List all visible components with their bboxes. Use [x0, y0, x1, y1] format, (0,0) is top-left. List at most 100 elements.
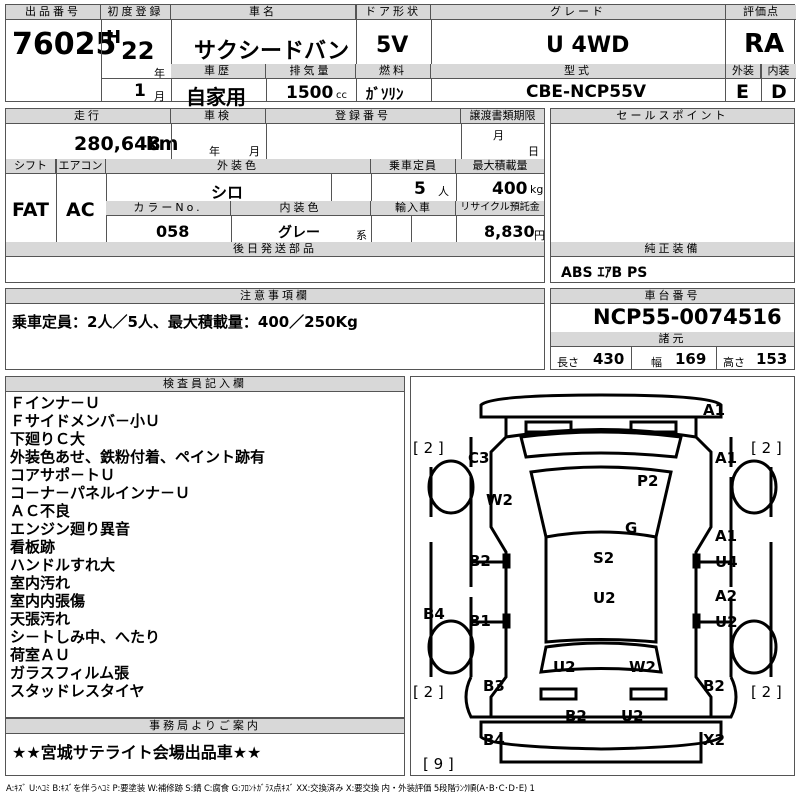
inspector-note-line: Ｆインナ－Ｕ: [10, 394, 101, 412]
mileage-value: 280,648: [74, 133, 161, 155]
chassis-label: 車台番号: [551, 289, 794, 304]
notice-label: 注意事項欄: [6, 289, 544, 304]
dmg-mark-windshield: P2: [637, 472, 659, 490]
ac-value: AC: [66, 199, 95, 221]
dmg-mark-glass: G: [625, 519, 638, 537]
max-load-label: 最大積載量: [456, 159, 544, 174]
import-label: 輸入車: [371, 201, 456, 216]
max-load-unit: kg: [530, 183, 544, 196]
inspector-note-line: ガラスフィルム張: [10, 664, 130, 682]
inspector-note-line: ハンドルすれ大: [10, 556, 116, 574]
interior-value: D: [771, 81, 787, 103]
exterior-value: E: [736, 81, 749, 103]
length-label: 長さ: [557, 356, 579, 369]
width-value: 169: [675, 350, 707, 368]
exterior-label: 外装: [726, 64, 761, 79]
first-reg-label: 初度登録: [101, 5, 171, 20]
history-label: 車歴: [171, 64, 266, 79]
transfer-label: 譲渡書類期限: [461, 109, 544, 124]
inspector-note-line: コアサポ－トＵ: [10, 466, 116, 484]
year-unit: 年: [154, 67, 165, 80]
dmg-mark-rear-window-left: U2: [553, 658, 576, 676]
chassis-block: 車台番号 NCP55-0074516 諸元 長さ 430 幅 169 高さ 15…: [550, 288, 795, 370]
ext-color-value: シロ: [211, 183, 244, 202]
ext-color-label: 外装色: [106, 159, 371, 174]
damage-diagram: A1 A1 C3 P2 W2 G A1 B2 S2 U4 A2 U2 B4 B1…: [410, 376, 795, 776]
model-value: CBE-NCP55V: [526, 82, 647, 102]
inspector-note-line: Ｆサイドメンバ－小Ｕ: [10, 412, 161, 430]
dims-label: 諸元: [551, 332, 794, 347]
transfer-month-unit: 月: [493, 129, 504, 142]
inspector-note-line: コ－ナ－パネルインナ－Ｕ: [10, 484, 191, 502]
dmg-mark-right-front: A1: [715, 449, 738, 467]
transfer-day-unit: 日: [528, 145, 539, 158]
dmg-mark-right-door-front-u: U4: [715, 553, 738, 571]
year-value: 22: [121, 37, 155, 65]
genuine-label: 純正装備: [551, 242, 794, 257]
color-no-value: 058: [156, 222, 190, 241]
inspector-note-line: 室内内張傷: [10, 592, 86, 610]
reg-no-label: 登録番号: [266, 109, 461, 124]
mileage-block: 走行 280,648 km 車検 年 月 登録番号 譲渡書類期限 月 日 シフト…: [5, 108, 545, 283]
score-label-main: 評価点: [726, 5, 796, 20]
recycle-value: 8,830: [484, 222, 535, 241]
dmg-mark-right-door-rear: A2: [715, 587, 738, 605]
fuel-label: 燃料: [356, 64, 431, 79]
score-value: RA: [744, 29, 785, 59]
inspector-note-line: 荷室ＡＵ: [10, 646, 71, 664]
dmg-mark-right-door-front: A1: [715, 527, 738, 545]
bracket-left-top: [ 2 ]: [413, 439, 444, 457]
office-label: 事務局よりご案内: [6, 719, 404, 734]
recycle-label: リサイクル預託金: [456, 201, 544, 216]
header-block: 出品番号 76025 初度登録 H 22 年 1 月 車名 サクシードバン ドア…: [5, 4, 753, 109]
grade-label: グレード: [431, 5, 726, 20]
max-load-value: 400: [492, 179, 528, 199]
dmg-mark-left-fender: W2: [486, 491, 513, 509]
dmg-mark-roof: S2: [593, 549, 615, 567]
inspection-month-unit: 月: [249, 145, 260, 158]
model-label: 型式: [431, 64, 726, 79]
recycle-unit: 円: [534, 229, 545, 242]
height-label: 高さ: [723, 356, 745, 369]
sales-point-label: セールスポイント: [551, 109, 794, 124]
legend: A:ｷｽﾞ U:ﾍｺﾐ B:ｷｽﾞを伴うﾍｺﾐ P:要塗装 W:補修跡 S:錆 …: [6, 784, 535, 794]
inspection-label: 車検: [171, 109, 266, 124]
dmg-mark-roof-rear: U2: [593, 589, 616, 607]
displacement-unit: cc: [336, 90, 347, 101]
door-value: 5V: [376, 33, 409, 58]
length-value: 430: [593, 350, 625, 368]
bracket-left-bottom: [ 2 ]: [413, 683, 444, 701]
dmg-mark-right-door-rear-u: U2: [715, 613, 738, 631]
lot-value: 76025: [12, 27, 117, 62]
car-outline-diagram: [427, 393, 778, 764]
inspector-note-line: シ－トしみ中、へたり: [10, 628, 161, 646]
inspector-note-line: スタッドレスタイヤ: [10, 682, 145, 700]
car-name-value: サクシードバン: [194, 39, 350, 64]
dmg-mark-rear-window-right: W2: [629, 658, 656, 676]
era-value: H: [106, 27, 122, 48]
int-color-label: 内装色: [231, 201, 371, 216]
displacement-value: 1500: [286, 83, 334, 103]
width-label: 幅: [651, 356, 662, 369]
int-color-value: グレー: [278, 225, 320, 241]
inspector-note-line: エンジン廻り異音: [10, 520, 131, 538]
notice-block: 注意事項欄 乗車定員：2人／5人、最大積載量：400／250Kg: [5, 288, 545, 370]
inspector-note-line: 外装色あせ、鉄粉付着、ペイント跡有: [10, 448, 266, 466]
fuel-value: ｶﾞｿﾘﾝ: [366, 85, 404, 103]
mileage-label: 走行: [6, 109, 171, 124]
score-block: 評価点 RA 外装 内装 E D: [725, 4, 796, 103]
sales-point-block: セールスポイント 純正装備 ABS ｴｱB PS: [550, 108, 795, 283]
ac-label: エアコン: [56, 159, 106, 174]
month-unit: 月: [154, 90, 165, 103]
inspector-note-line: 看板跡: [10, 538, 56, 556]
later-parts-label: 後日発送部品: [6, 242, 544, 257]
int-color-suffix: 系: [356, 229, 367, 242]
dmg-mark-left-rear: B3: [483, 677, 505, 695]
dmg-mark-right-rear: B2: [703, 677, 725, 695]
dmg-mark-rear-left: B4: [483, 731, 505, 749]
bracket-right-top: [ 2 ]: [751, 439, 782, 457]
inspection-year-unit: 年: [209, 145, 220, 158]
bracket-bottom: [ 9 ]: [423, 755, 454, 773]
notice-value: 乗車定員：2人／5人、最大積載量：400／250Kg: [12, 313, 358, 331]
